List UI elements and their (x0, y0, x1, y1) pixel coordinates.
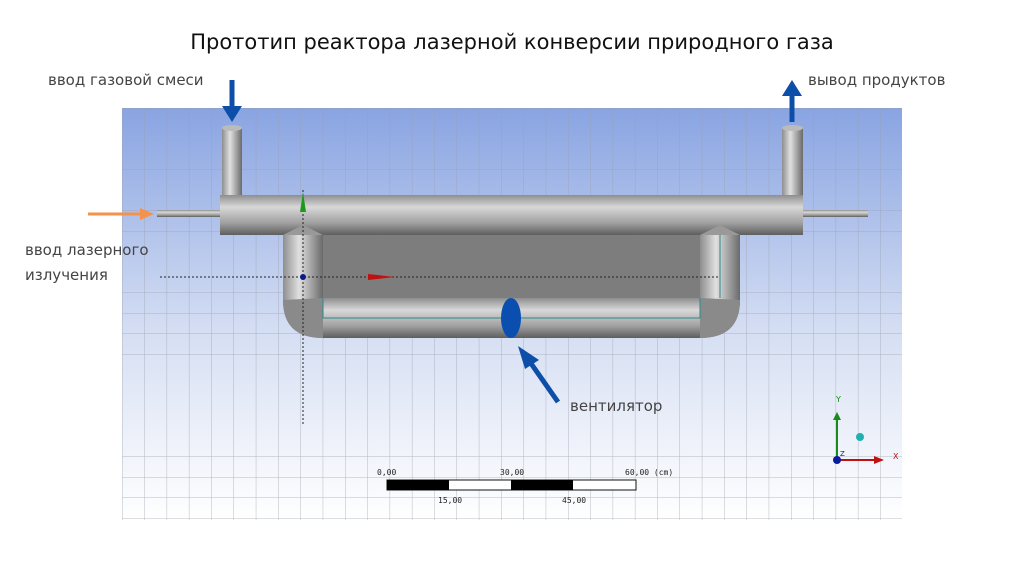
right-pipe-joint (700, 225, 740, 235)
scale-tick-30: 30,00 (500, 468, 525, 477)
outlet-stub-cap (782, 125, 803, 131)
gas-inlet-arrow (222, 80, 242, 122)
gas-inlet-label: ввод газовой смеси (48, 71, 204, 89)
fan-label: вентилятор (570, 397, 663, 415)
scale-tick-0: 0,00 (377, 468, 397, 477)
triad-y-label: Y (836, 395, 841, 404)
scale-tick-60: 60,00 (cm) (625, 468, 674, 477)
laser-input-arrow (88, 208, 154, 220)
right-rod (802, 210, 868, 217)
inlet-stub-cap (222, 125, 242, 131)
outlet-stub (782, 128, 803, 198)
x-direction-marker (368, 274, 395, 280)
triad-x-label: X (893, 452, 899, 461)
laser-input-label-1: ввод лазерного (25, 241, 149, 259)
fan-pointer-arrow (518, 346, 561, 404)
scale-tick-15: 15,00 (438, 496, 463, 505)
axis-triad (833, 412, 884, 464)
page-title: Прототип реактора лазерной конверсии при… (190, 30, 834, 54)
inlet-stub (222, 128, 242, 198)
origin-point (300, 274, 306, 280)
fan (501, 298, 521, 338)
product-outlet-label: вывод продуктов (808, 71, 946, 89)
scale-bar (386, 479, 637, 491)
y-direction-marker (300, 192, 306, 212)
main-pipe (220, 195, 803, 235)
triad-z-label: Z (840, 450, 845, 458)
left-rod (157, 210, 221, 217)
product-outlet-arrow (782, 80, 802, 122)
scale-tick-45: 45,00 (562, 496, 587, 505)
laser-input-label-2: излучения (25, 266, 108, 284)
